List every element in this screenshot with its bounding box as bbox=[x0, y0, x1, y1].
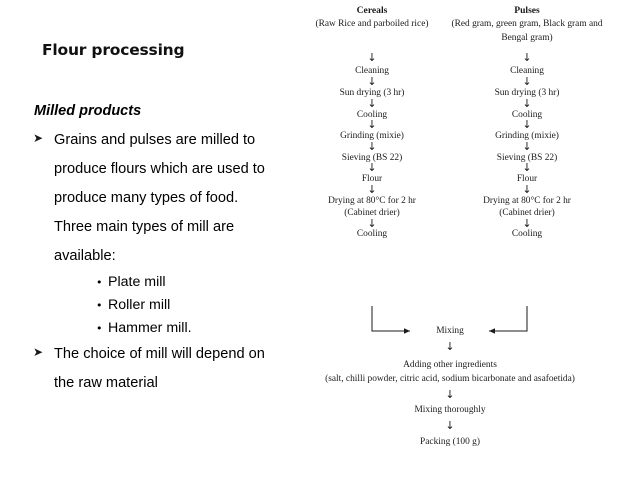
list-item: ➤ Grains and pulses are milled to bbox=[0, 126, 300, 155]
flowchart-step-pulses-1: Sun drying (3 hr) bbox=[494, 88, 560, 98]
flowchart-column-heading-pulses: Pulses bbox=[514, 5, 540, 16]
down-arrow-icon: ↓ bbox=[522, 51, 532, 64]
flowchart-step-pulses-6: Drying at 80°C for 2 hr bbox=[483, 196, 571, 206]
flowchart-step-pulses-2: Cooling bbox=[511, 110, 543, 120]
flowchart-step-cereals-7: (Cabinet drier) bbox=[344, 208, 400, 218]
dot-bullet-icon: • bbox=[96, 276, 103, 289]
down-arrow-icon: ↓ bbox=[522, 183, 532, 196]
flowchart-step-pulses-3: Grinding (mixie) bbox=[495, 131, 559, 141]
down-arrow-icon: ↓ bbox=[522, 140, 532, 153]
section-subheading: Milled products bbox=[34, 103, 142, 119]
flowchart-step-cereals-2: Cooling bbox=[356, 110, 388, 120]
flowchart-step-cereals-5: Flour bbox=[361, 174, 383, 184]
flowchart-step-pulses-0: Cleaning bbox=[510, 66, 544, 76]
list-item: Three main types of mill are bbox=[0, 213, 300, 242]
list-item: produce many types of food. bbox=[0, 184, 300, 213]
down-arrow-icon: ↓ bbox=[445, 340, 455, 353]
list-item-label: Plate mill bbox=[108, 274, 166, 290]
down-arrow-icon: ↓ bbox=[367, 75, 377, 88]
down-arrow-icon: ↓ bbox=[522, 118, 532, 131]
flowchart-step-cereals-1: Sun drying (3 hr) bbox=[339, 88, 405, 98]
down-arrow-icon: ↓ bbox=[367, 161, 377, 174]
flowchart-step-ingredients-detail: (salt, chilli powder, citric acid, sodiu… bbox=[325, 374, 575, 384]
process-flowchart: Cereals (Raw Rice and parboiled rice) Puls… bbox=[298, 0, 638, 478]
down-arrow-icon: ↓ bbox=[445, 388, 455, 401]
flowchart-step-cereals-6: Drying at 80°C for 2 hr bbox=[328, 196, 416, 206]
dot-bullet-icon: • bbox=[96, 322, 103, 335]
down-arrow-icon: ↓ bbox=[367, 140, 377, 153]
flowchart-step-pulses-8: Cooling bbox=[511, 229, 543, 239]
flowchart-column-heading-cereals: Cereals bbox=[356, 5, 388, 16]
list-item: • Hammer mill. bbox=[0, 317, 300, 340]
down-arrow-icon: ↓ bbox=[367, 97, 377, 110]
flowchart-step-cereals-4: Sieving (BS 22) bbox=[341, 153, 403, 163]
list-item: available: bbox=[0, 242, 300, 271]
flowchart-step-cereals-3: Grinding (mixie) bbox=[340, 131, 404, 141]
page-title: Flour processing bbox=[42, 41, 185, 59]
down-arrow-icon: ↓ bbox=[367, 51, 377, 64]
down-arrow-icon: ↓ bbox=[522, 161, 532, 174]
down-arrow-icon: ↓ bbox=[522, 75, 532, 88]
slide-text-panel: Flour processing Milled products ➤ Grains… bbox=[0, 0, 300, 478]
list-item-label: produce many types of food. bbox=[54, 190, 239, 206]
down-arrow-icon: ↓ bbox=[522, 217, 532, 230]
down-arrow-icon: ↓ bbox=[445, 419, 455, 432]
list-item: • Plate mill bbox=[0, 271, 300, 294]
list-item-label: produce flours which are used to bbox=[54, 161, 265, 177]
flowchart-step-cereals-0: Cleaning bbox=[355, 66, 389, 76]
list-item-label: The choice of mill will depend on bbox=[54, 346, 265, 362]
list-item-label: Hammer mill. bbox=[108, 320, 192, 336]
list-item-label: Three main types of mill are bbox=[54, 219, 235, 235]
list-item: produce flours which are used to bbox=[0, 155, 300, 184]
arrow-bullet-icon: ➤ bbox=[33, 131, 44, 145]
list-item: the raw material bbox=[0, 369, 300, 398]
down-arrow-icon: ↓ bbox=[367, 217, 377, 230]
flowchart-column-subheading-pulses-line1: (Red gram, green gram, Black gram and bbox=[451, 19, 603, 29]
flowchart-column-subheading-cereals: (Raw Rice and parboiled rice) bbox=[315, 19, 429, 29]
flowchart-step-packing: Packing (100 g) bbox=[420, 437, 480, 447]
flowchart-step-pulses-5: Flour bbox=[516, 174, 538, 184]
list-item-label: the raw material bbox=[54, 375, 158, 391]
bullet-list: ➤ Grains and pulses are milled to produce … bbox=[0, 126, 300, 398]
list-item: • Roller mill bbox=[0, 294, 300, 317]
down-arrow-icon: ↓ bbox=[367, 118, 377, 131]
flowchart-step-mixing: Mixing bbox=[436, 326, 464, 336]
dot-bullet-icon: • bbox=[96, 299, 103, 312]
down-arrow-icon: ↓ bbox=[367, 183, 377, 196]
flowchart-step-pulses-4: Sieving (BS 22) bbox=[496, 153, 558, 163]
flowchart-step-pulses-7: (Cabinet drier) bbox=[499, 208, 555, 218]
arrow-bullet-icon: ➤ bbox=[33, 345, 44, 359]
list-item-label: Roller mill bbox=[108, 297, 171, 313]
flowchart-step-adding-ingredients: Adding other ingredients bbox=[403, 360, 497, 370]
flowchart-step-cereals-8: Cooling bbox=[356, 229, 388, 239]
flowchart-step-mixing-thoroughly: Mixing thoroughly bbox=[414, 405, 486, 415]
flowchart-column-subheading-pulses-line2: Bengal gram) bbox=[501, 33, 553, 43]
list-item-label: available: bbox=[54, 248, 116, 264]
list-item-label: Grains and pulses are milled to bbox=[54, 132, 256, 148]
list-item: ➤ The choice of mill will depend on bbox=[0, 340, 300, 369]
down-arrow-icon: ↓ bbox=[522, 97, 532, 110]
